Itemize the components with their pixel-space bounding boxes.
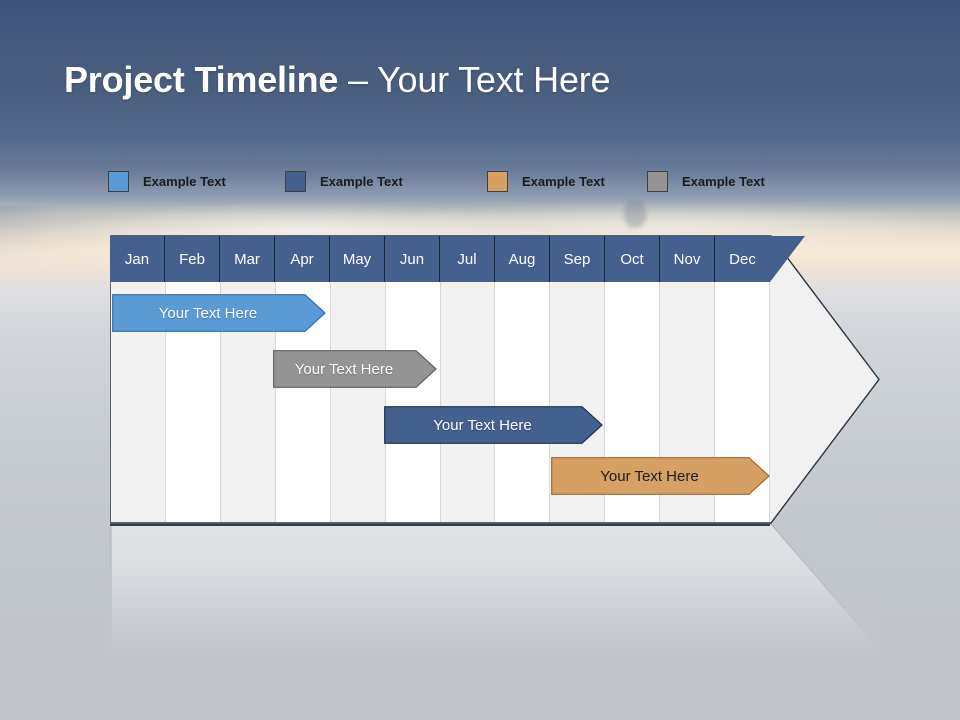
month-column <box>495 282 551 522</box>
timeline-bar[interactable]: Your Text Here <box>273 350 437 388</box>
timeline-arrow-head-header <box>770 236 810 288</box>
legend: Example Text Example Text Example Text E… <box>108 166 828 196</box>
legend-item[interactable]: Example Text <box>285 166 403 196</box>
legend-swatch-icon <box>108 170 129 192</box>
timeline-chart: Jan Feb Mar Apr May Jun Jul Aug Sep Oct … <box>110 235 880 524</box>
timeline-bar[interactable]: Your Text Here <box>551 457 770 495</box>
background-speck <box>624 200 646 228</box>
month-header-jun[interactable]: Jun <box>385 236 440 282</box>
month-header-feb[interactable]: Feb <box>165 236 220 282</box>
legend-item[interactable]: Example Text <box>487 166 605 196</box>
page-title-strong: Project Timeline <box>64 59 339 100</box>
legend-item-label: Example Text <box>143 173 226 189</box>
timeline-bar-label: Your Text Here <box>158 304 258 322</box>
timeline-bar[interactable]: Your Text Here <box>112 294 326 332</box>
legend-item-label: Example Text <box>522 173 605 189</box>
legend-item-label: Example Text <box>320 173 403 189</box>
month-header-jul[interactable]: Jul <box>440 236 495 282</box>
timeline-bar-label: Your Text Here <box>294 360 394 378</box>
month-header-mar[interactable]: Mar <box>220 236 275 282</box>
timeline-bars: Your Text Here Your Text Here Your Text … <box>110 235 880 524</box>
timeline-bar[interactable]: Your Text Here <box>384 406 603 444</box>
month-header-aug[interactable]: Aug <box>495 236 550 282</box>
legend-swatch-icon <box>285 170 306 192</box>
page-title: Project Timeline – Your Text Here <box>64 58 611 102</box>
legend-swatch-icon <box>487 170 508 192</box>
timeline-bar-label: Your Text Here <box>600 467 699 485</box>
month-column <box>385 282 441 522</box>
legend-item[interactable]: Example Text <box>108 166 226 196</box>
timeline-bar-label: Your Text Here <box>433 416 532 434</box>
month-header-sep[interactable]: Sep <box>550 236 605 282</box>
month-header-row: Jan Feb Mar Apr May Jun Jul Aug Sep Oct … <box>110 236 822 282</box>
month-column <box>440 282 496 522</box>
legend-item-label: Example Text <box>682 173 765 189</box>
month-header-oct[interactable]: Oct <box>605 236 660 282</box>
month-header-jan[interactable]: Jan <box>110 236 165 282</box>
month-header-may[interactable]: May <box>330 236 385 282</box>
legend-swatch-icon <box>647 170 668 192</box>
page-title-light: – Your Text Here <box>338 59 611 100</box>
month-header-nov[interactable]: Nov <box>660 236 715 282</box>
month-header-apr[interactable]: Apr <box>275 236 330 282</box>
month-column <box>330 282 386 522</box>
month-header-dec[interactable]: Dec <box>715 236 770 282</box>
legend-item[interactable]: Example Text <box>647 166 765 196</box>
